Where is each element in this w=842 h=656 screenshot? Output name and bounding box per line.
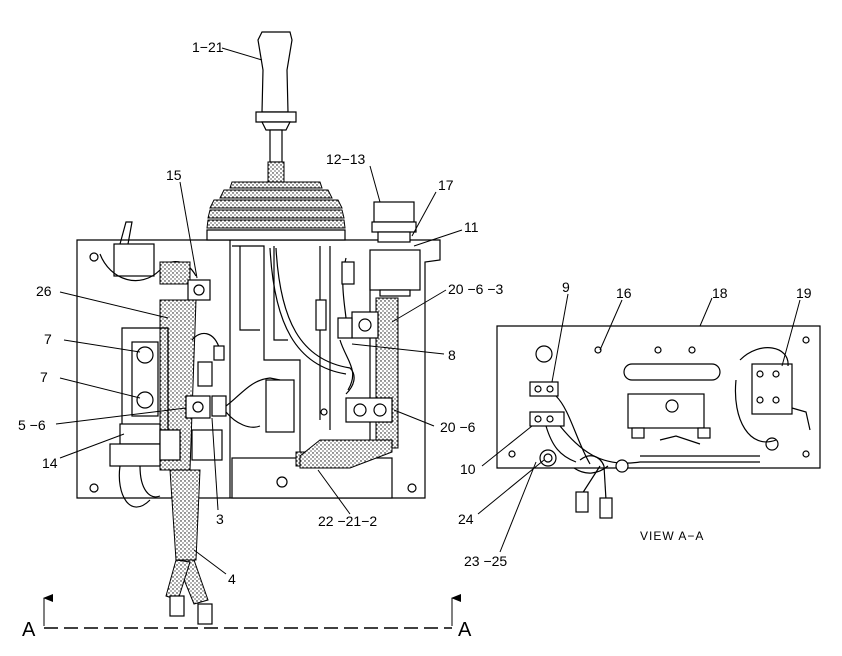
view-label: VIEW A−A <box>640 529 704 543</box>
rocker-switch <box>369 201 421 297</box>
callout-20-6: 20 −6 <box>440 419 476 435</box>
callout-23-25: 23 −25 <box>464 553 507 569</box>
section-line-a-a: A A <box>22 594 472 641</box>
callout-26: 26 <box>36 283 52 299</box>
callout-20-6-3: 20 −6 −3 <box>448 281 503 297</box>
callout-14: 14 <box>42 455 58 471</box>
wire-harness <box>159 299 213 625</box>
callout-18: 18 <box>712 285 728 301</box>
callout-3: 3 <box>216 511 224 527</box>
callout-1-21: 1−21 <box>192 39 224 55</box>
callout-11: 11 <box>464 219 479 235</box>
callout-16: 16 <box>616 285 632 301</box>
callout-24: 24 <box>458 511 474 527</box>
callout-22-21-2: 22 −21−2 <box>318 513 377 529</box>
callout-9: 9 <box>562 279 570 295</box>
callout-5-6: 5 −6 <box>18 417 46 433</box>
callout-17: 17 <box>438 177 454 193</box>
leader-lines <box>55 47 801 575</box>
section-label-left: A <box>22 619 36 641</box>
callout-8: 8 <box>448 347 456 363</box>
callout-15: 15 <box>166 167 182 183</box>
callout-19: 19 <box>796 285 812 301</box>
callout-7a: 7 <box>44 331 52 347</box>
view-a-a-panel <box>496 325 821 519</box>
boot-bellows <box>206 181 346 241</box>
callout-12-13: 12−13 <box>326 151 366 167</box>
joystick-handle <box>255 31 297 185</box>
callout-7b: 7 <box>40 369 48 385</box>
callout-10: 10 <box>460 461 476 477</box>
section-label-right: A <box>458 619 472 641</box>
mounting-plate <box>76 239 441 499</box>
joystick-assembly <box>76 31 441 625</box>
callout-4: 4 <box>228 571 236 587</box>
callout-labels: 1−21 15 12−13 17 11 26 20 −6 −3 7 7 8 5 … <box>18 39 812 587</box>
